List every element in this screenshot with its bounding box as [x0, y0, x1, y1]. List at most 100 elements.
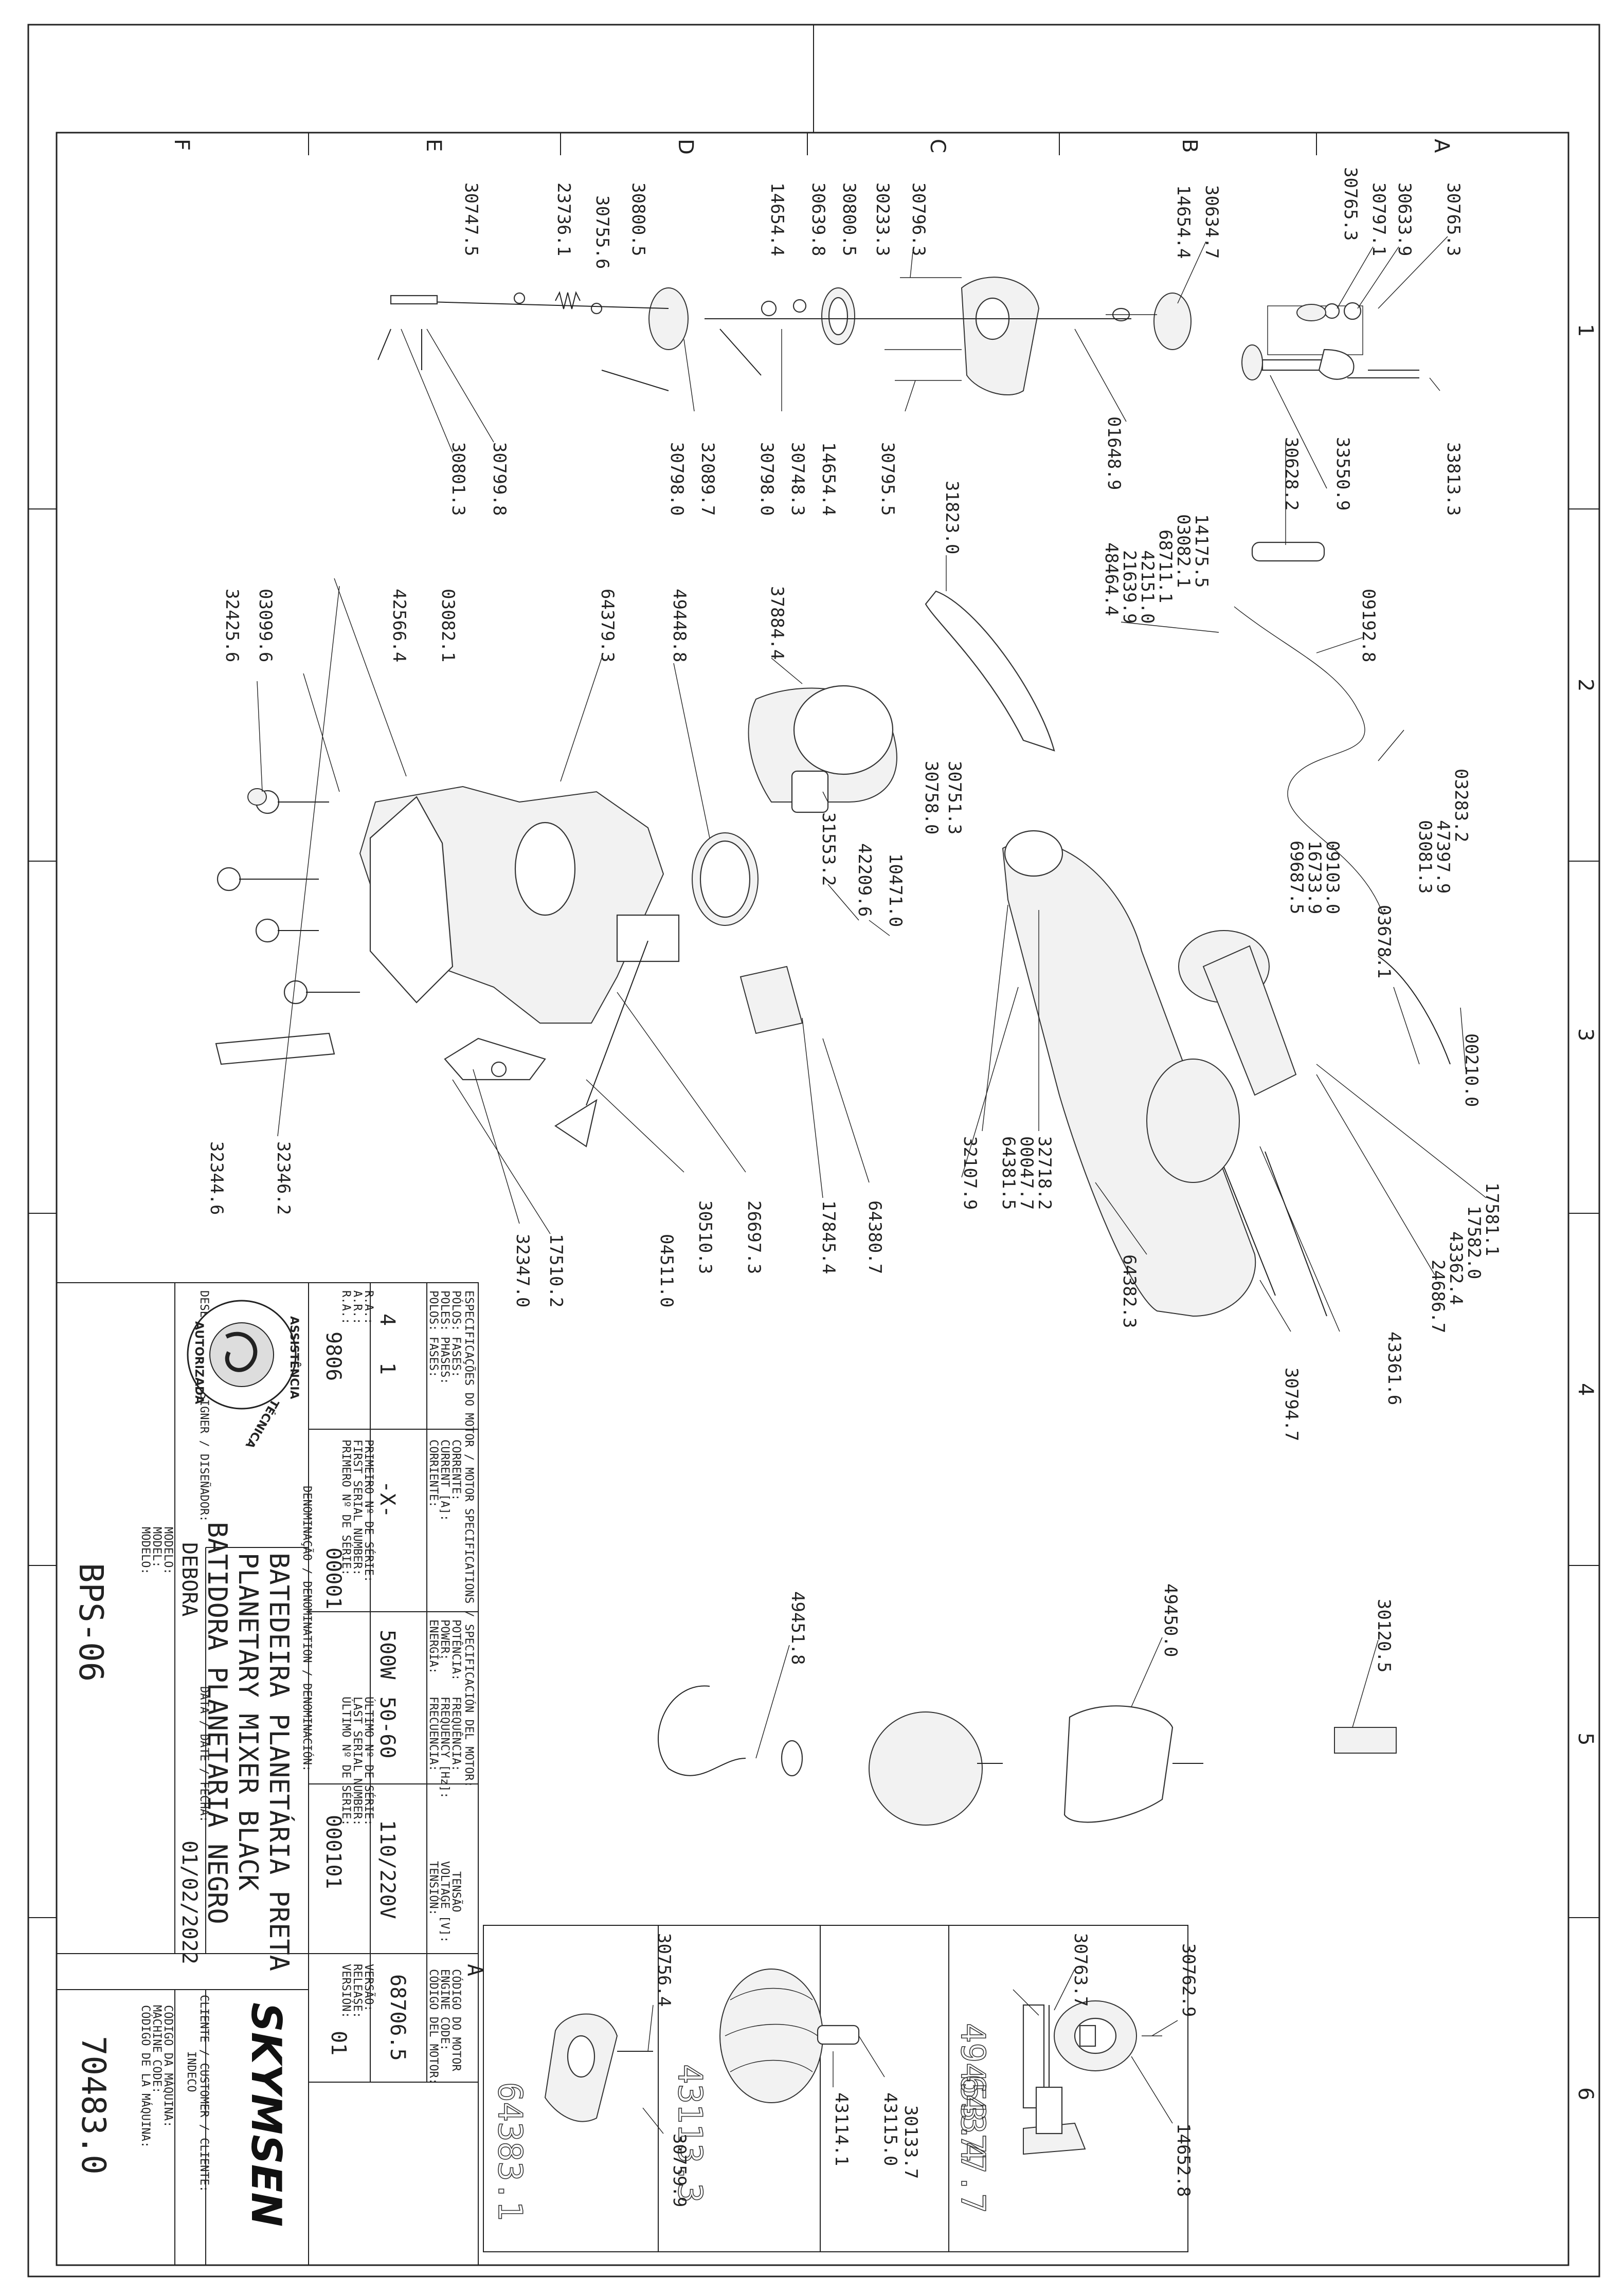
ra-label-en: A.R.: — [351, 1290, 364, 1324]
date-label: DATA / DATE / FECHA: — [197, 1686, 210, 1823]
frequency-label-es: FRECUENCIA: — [427, 1697, 440, 1772]
callout-30758-0: 30758.0 — [921, 761, 942, 834]
callout-26697-3: 26697.3 — [744, 1200, 764, 1274]
phases-label-pt: FASES: — [449, 1337, 462, 1377]
callout-30639-8: 30639.8 — [808, 183, 828, 256]
callout-43362-4: 43362.4 — [1446, 1231, 1466, 1305]
callout-30748-3: 30748.3 — [787, 442, 808, 516]
callout-03081-3: 03081.3 — [1415, 820, 1435, 894]
callout-14654-4c: 14654.4 — [818, 442, 839, 516]
machine-code-label-pt: CÓDIGO DA MÁQUINA: — [161, 2005, 175, 2127]
denomination-en: PLANETARY MIXER BLACK — [232, 1553, 263, 1891]
callout-43361-6: 43361.6 — [1384, 1332, 1404, 1405]
grid-col-2: 2 — [1574, 679, 1597, 691]
ra-label-es: R.A.: — [339, 1290, 352, 1324]
callout-37884-4: 37884.4 — [767, 586, 787, 660]
current-label-en: CURRENT [A]: — [438, 1439, 451, 1521]
callout-49450-0: 49450.0 — [1160, 1583, 1181, 1657]
callout-30634-7: 30634.7 — [1201, 185, 1222, 259]
kit-49453-4-code: 49453.4 — [953, 2023, 991, 2162]
kit-64383-1-code: 64383.1 — [491, 2082, 529, 2221]
grid-col-5: 5 — [1574, 1733, 1597, 1745]
seal-text-1: ASSISTÊNCIA — [287, 1316, 301, 1399]
callout-16733-9: 16733.9 — [1304, 841, 1325, 914]
kit-43113-3-part-43115-0: 43115.0 — [880, 2092, 900, 2166]
callout-30510-3: 30510.3 — [695, 1200, 715, 1274]
engine-code-value: 68706.5 — [386, 1974, 409, 2061]
callout-30233-3: 30233.3 — [872, 183, 893, 256]
callout-14654-4a: 14654.4 — [1173, 185, 1194, 259]
machine-code-value: 70483.0 — [74, 2036, 112, 2175]
callout-42566-4: 42566.4 — [389, 589, 409, 662]
first-serial-label-en: FIRST SERIAL NUMBER: — [351, 1439, 364, 1576]
kit-64377-7-code: 64377.7 — [953, 2074, 991, 2213]
seal-text-3: AUTORIZADA — [192, 1321, 205, 1404]
ra-label-pt: R.A.: — [362, 1290, 375, 1324]
callout-23736-1: 23736.1 — [553, 183, 574, 256]
callout-32344-6: 32344.6 — [206, 1141, 227, 1215]
callout-64379-3: 64379.3 — [597, 589, 618, 662]
callout-68711-1: 68711.1 — [1155, 530, 1176, 603]
kit-64377-7-part-30762-9: 30762.9 — [1178, 1943, 1199, 2017]
last-serial-value: 000101 — [321, 1815, 345, 1889]
callout-30800-5a: 30800.5 — [839, 183, 859, 256]
poles-value: 4 — [375, 1314, 399, 1326]
phases-value: 1 — [375, 1362, 399, 1375]
callout-64382-3: 64382.3 — [1119, 1254, 1140, 1328]
kit-64377-7: 30762.9 14652.8 64377.7 — [953, 1943, 1199, 2214]
callout-30755-6: 30755.6 — [592, 195, 612, 269]
kit-49453-4-part-30133-7: 30133.7 — [900, 2105, 921, 2179]
grid-row-f: F — [170, 139, 193, 151]
callout-49448-8: 49448.8 — [669, 589, 690, 662]
kit-49453-4-part-30763-7: 30763.7 — [1070, 1933, 1091, 2007]
frequency-value: 50-60 — [375, 1697, 399, 1758]
denomination-es: BATIDORA PLANETARIA NEGRO — [202, 1522, 232, 1924]
callout-30765-3a: 30765.3 — [1443, 183, 1464, 256]
callout-31553-2: 31553.2 — [818, 812, 839, 886]
callout-01648-9: 01648.9 — [1104, 416, 1124, 490]
title-block: ESPECIFICAÇÕES DO MOTOR / MOTOR SPECIFIC… — [56, 1282, 486, 2266]
callout-30120-5: 30120.5 — [1374, 1599, 1394, 1672]
power-label-pt: POTÊNCIA: — [449, 1619, 463, 1681]
callout-03082-1a: 03082.1 — [1173, 514, 1194, 588]
callout-30798-0a: 30798.0 — [756, 442, 777, 516]
kit-43113-3-part-43114-1: 43114.1 — [831, 2092, 852, 2166]
grid-row-d: D — [674, 139, 697, 155]
first-serial-value: 00001 — [321, 1547, 345, 1609]
callout-03678-1: 03678.1 — [1374, 905, 1394, 978]
callout-30797-1: 30797.1 — [1368, 183, 1389, 256]
callout-30747-5: 30747.5 — [461, 183, 481, 256]
designer-value: DEBORA — [177, 1542, 201, 1617]
grid-col-3: 3 — [1574, 1028, 1597, 1041]
callout-32346-2: 32346.2 — [273, 1141, 294, 1215]
callout-33813-3: 33813.3 — [1443, 442, 1464, 516]
grid-col-6: 6 — [1574, 2087, 1597, 2100]
voltage-value: 110/220V — [375, 1820, 399, 1919]
frequency-label-en: FREQUENCY [Hz]: — [438, 1697, 451, 1799]
engine-code-label-es: CÓDIGO DEL MOTOR: — [427, 1969, 440, 2085]
callout-30798-0b: 30798.0 — [666, 442, 687, 516]
callout-32107-9: 32107.9 — [960, 1136, 980, 1210]
last-serial-label-pt: ÚLTIMO Nº DE SÉRIE: — [362, 1697, 375, 1826]
callout-64381-5: 64381.5 — [998, 1136, 1019, 1210]
denomination-label: DENOMINAÇÃO / DENOMINATION / DENOMINACIÓ… — [300, 1486, 314, 1772]
callout-24686-7: 24686.7 — [1428, 1260, 1448, 1333]
voltage-label-es: TENSIÓN: — [427, 1861, 440, 1916]
grid-row-e: E — [422, 139, 445, 152]
callout-21639-9: 21639.9 — [1119, 550, 1140, 624]
callout-17581-1: 17581.1 — [1482, 1182, 1502, 1256]
callout-04511-0: 04511.0 — [656, 1234, 677, 1307]
version-label-es: VERSIÓN: — [339, 1964, 353, 2018]
model-label-es: MODELO: — [139, 1527, 152, 1575]
brand-logo: SKYMSEN — [242, 2002, 290, 2227]
power-label-en: POWER: — [438, 1619, 451, 1660]
power-value: 500W — [375, 1630, 399, 1680]
callout-03082-1b: 03082.1 — [438, 589, 458, 662]
inner-frame — [56, 132, 1569, 2266]
callout-labels: 30765.3 30633.9 30797.1 30765.3 33813.3 … — [206, 167, 1502, 1672]
model-label-en: MODEL: — [150, 1527, 163, 1568]
callout-30795-5: 30795.5 — [877, 442, 898, 516]
callout-31823-0: 31823.0 — [942, 481, 962, 554]
callout-30751-3: 30751.3 — [944, 761, 965, 834]
